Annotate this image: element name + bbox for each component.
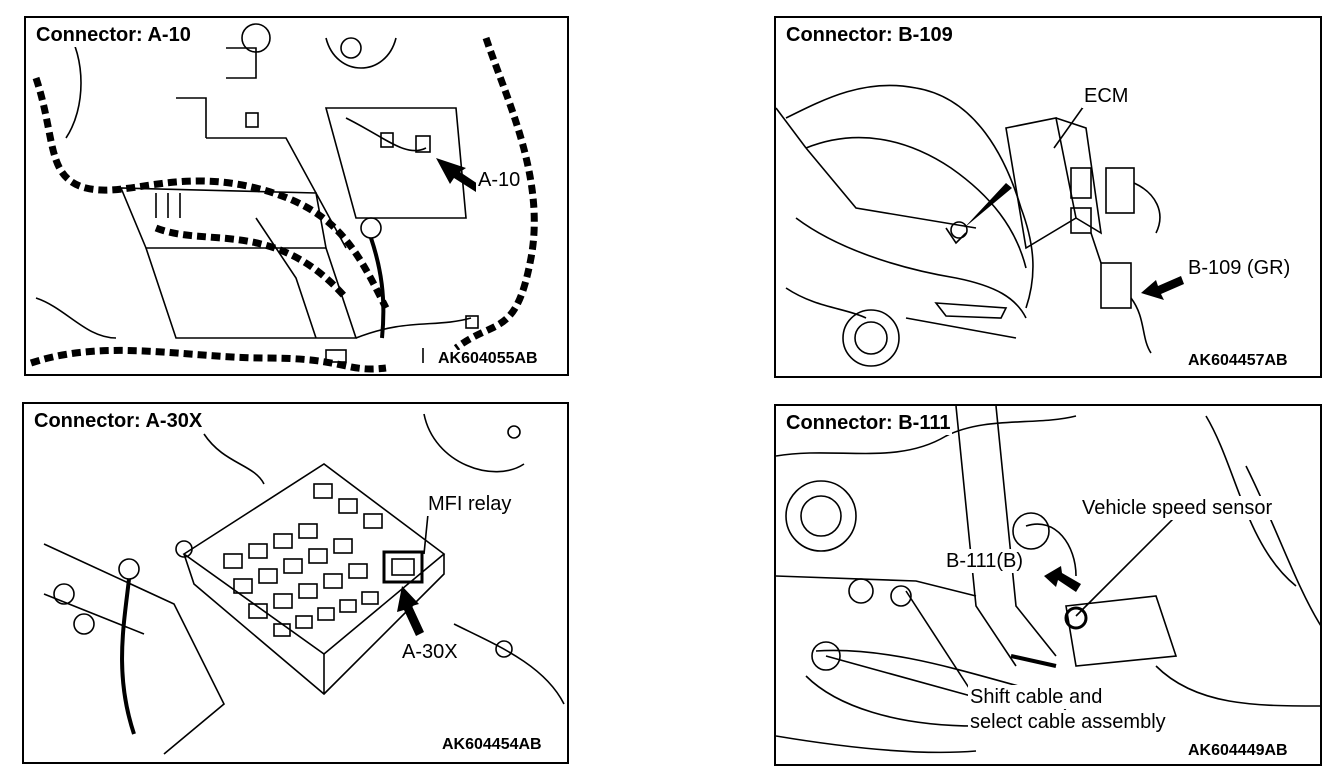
figure-code: AK604055AB <box>436 350 540 368</box>
panel-connector-a30x: Connector: A-30X MFI relay A-30X AK60445… <box>22 402 569 764</box>
callout-arrow-a30x <box>397 586 424 636</box>
callout-label-vehicle-speed-sensor: Vehicle speed sensor <box>1080 496 1275 520</box>
callout-label-b109: B-109 (GR) <box>1186 256 1293 280</box>
panel-connector-b109: Connector: B-109 ECM B-109 (GR) AK604457… <box>774 16 1322 378</box>
callout-label-ecm: ECM <box>1082 84 1131 108</box>
relay-box-illustration-a30x <box>43 413 565 755</box>
vehicle-ecm-illustration-b109 <box>776 84 1184 367</box>
figure-code: AK604457AB <box>1186 352 1290 370</box>
callout-label-b111: B-111(B) <box>944 549 1026 573</box>
engine-bay-illustration-a10 <box>29 23 538 373</box>
panel-title: Connector: A-30X <box>32 410 205 433</box>
panel-connector-b111: Connector: B-111 Vehicle speed sensor B-… <box>774 404 1322 766</box>
panel-connector-a10: Connector: A-10 A-10 AK604055AB <box>24 16 569 376</box>
callout-arrow-a10 <box>436 158 481 192</box>
panel-title: Connector: A-10 <box>34 24 193 47</box>
callout-label-shift-cable-line2: select cable assembly <box>968 710 1168 734</box>
callout-label-shift-cable-line1: Shift cable and <box>968 685 1105 709</box>
callout-label-mfi-relay: MFI relay <box>426 492 514 516</box>
figure-code: AK604454AB <box>440 736 544 754</box>
panel-title: Connector: B-109 <box>784 24 955 47</box>
panel-title: Connector: B-111 <box>784 412 953 435</box>
figure-code: AK604449AB <box>1186 742 1290 760</box>
callout-arrow-b111 <box>1044 566 1081 592</box>
callout-label-a30x: A-30X <box>400 640 460 664</box>
callout-arrow-b109 <box>1141 276 1184 300</box>
callout-label-a10: A-10 <box>476 168 523 192</box>
